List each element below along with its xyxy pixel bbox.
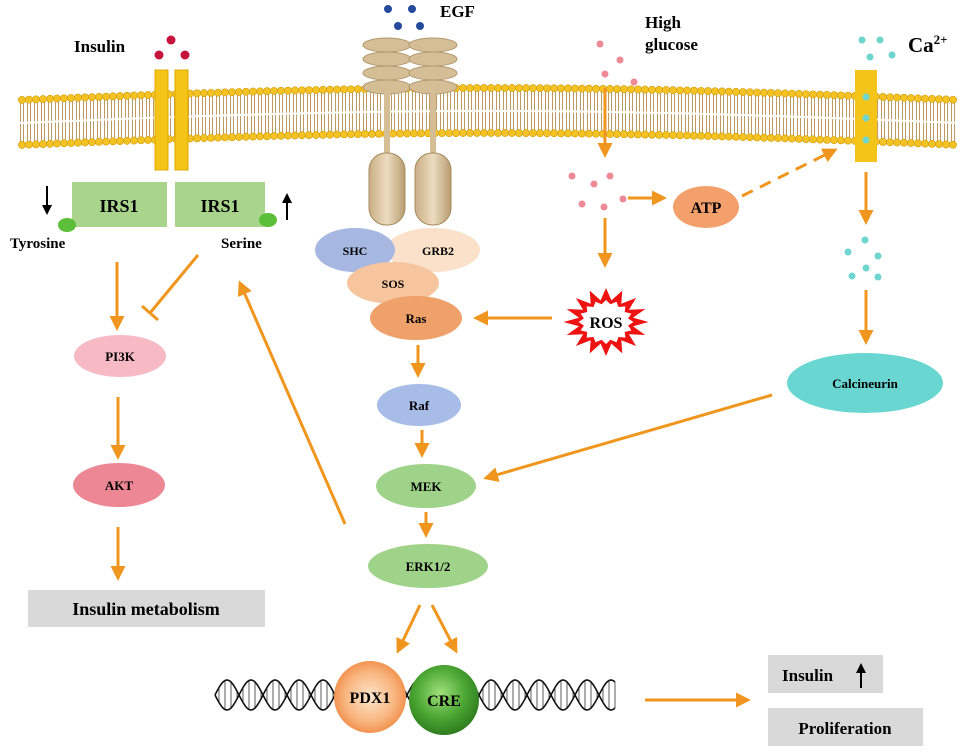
arrow-erk-to-serine [237, 280, 347, 525]
egf-receptor [362, 37, 458, 226]
pi3k-label: PI3K [105, 349, 136, 364]
ras-label: Ras [406, 311, 427, 326]
irs1-right-label: IRS1 [200, 196, 239, 216]
akt-node [73, 463, 165, 507]
arrow-calcineurin-to-mek [483, 393, 773, 482]
insulin-receptor [154, 69, 189, 171]
glucose-molecules [568, 40, 638, 211]
inhibit-irs1-serine-to-pi3k [141, 254, 200, 322]
ros-inner [578, 300, 634, 344]
high-glucose-label-line2: glucose [645, 35, 698, 54]
raf-node [377, 384, 461, 426]
cre-node [409, 665, 479, 735]
tyrosine-label: Tyrosine [10, 236, 66, 252]
shc-node [315, 228, 395, 272]
mek-label: MEK [410, 479, 442, 494]
calcineurin-node [787, 353, 943, 413]
proliferation-box [768, 708, 923, 746]
serine-site [259, 213, 277, 227]
irs1-left-label: IRS1 [99, 196, 138, 216]
insulin-metabolism-box [28, 590, 265, 627]
insulin-output-label: Insulin [782, 666, 834, 685]
erk-node [368, 544, 488, 588]
insulin-metabolism-label: Insulin metabolism [72, 599, 220, 619]
calcium-ions [844, 36, 896, 281]
grb2-label: GRB2 [422, 244, 454, 258]
calcineurin-label: Calcineurin [832, 376, 898, 391]
pi3k-node [74, 335, 166, 377]
irs1-right-box [175, 182, 265, 227]
ros-label: ROS [590, 315, 623, 332]
high-glucose-label-line1: High [645, 13, 681, 32]
insulin-molecules [154, 35, 190, 60]
proliferation-label: Proliferation [798, 719, 892, 738]
pathway-arrows [109, 88, 874, 708]
pdx1-node [334, 661, 406, 733]
irs1-left-box [72, 182, 167, 227]
serine-label: Serine [221, 236, 262, 252]
akt-label: AKT [105, 478, 134, 493]
shc-label: SHC [343, 244, 368, 258]
arrow-erk-to-cre [430, 604, 458, 654]
insulin-output-box [768, 655, 883, 693]
pdx1-label: PDX1 [350, 690, 391, 707]
sos-node [347, 262, 439, 304]
tyrosine-site [58, 218, 76, 232]
arrow-erk-to-pdx1 [396, 604, 422, 654]
egf-molecules [384, 5, 424, 30]
grb2-node [386, 228, 480, 272]
raf-label: Raf [409, 398, 430, 413]
sos-label: SOS [382, 277, 405, 291]
ras-node [370, 296, 462, 340]
insulin-label: Insulin [74, 37, 126, 56]
atp-label: ATP [691, 200, 722, 217]
atp-node [673, 186, 739, 228]
dashed-arrow-atp-to-channel [741, 148, 838, 198]
erk-label: ERK1/2 [406, 559, 451, 574]
mek-node [376, 464, 476, 508]
egf-label: EGF [440, 2, 475, 21]
cre-label: CRE [427, 693, 461, 710]
calcium-label: Ca2+ [908, 32, 948, 57]
